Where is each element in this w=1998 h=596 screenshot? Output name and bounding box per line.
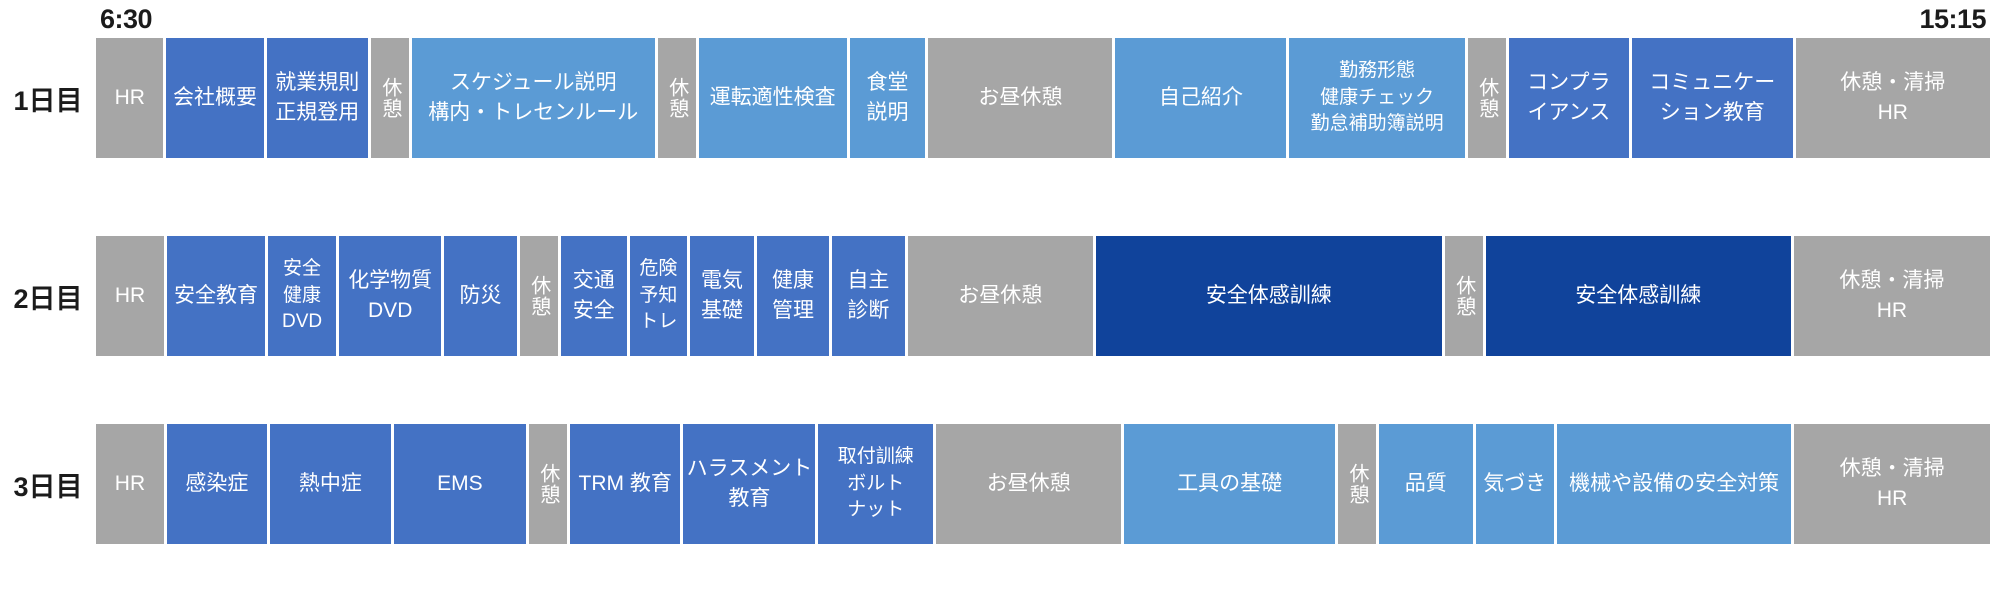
schedule-block[interactable]: 安全教育	[167, 236, 266, 356]
schedule-block[interactable]: 気づき	[1475, 424, 1555, 544]
day-label: 2日目	[13, 283, 83, 314]
day-label: 3日目	[13, 471, 83, 502]
schedule-block[interactable]: お昼休憩	[928, 38, 1113, 158]
schedule-block[interactable]: 自主 診断	[832, 236, 905, 356]
schedule-block[interactable]: 自己紹介	[1115, 38, 1287, 158]
schedule-block[interactable]: 休憩・清掃 HR	[1794, 424, 1990, 544]
schedule-block[interactable]: 食堂 説明	[849, 38, 926, 158]
schedule-block[interactable]: 休憩	[370, 38, 409, 158]
schedule-block[interactable]: 休憩	[1444, 236, 1483, 356]
schedule-block[interactable]: 化学物質 DVD	[339, 236, 442, 356]
schedule-block[interactable]: 感染症	[166, 424, 267, 544]
schedule-block[interactable]: 運転適性検査	[698, 38, 847, 158]
schedule-block[interactable]: 工具の基礎	[1124, 424, 1335, 544]
start-time-label: 6:30	[100, 4, 153, 34]
schedule-block[interactable]: スケジュール説明 構内・トレセンルール	[411, 38, 655, 158]
schedule-block[interactable]: 休憩	[519, 236, 558, 356]
schedule-block[interactable]: 電気 基礎	[690, 236, 754, 356]
schedule-block[interactable]: 健康 管理	[756, 236, 830, 356]
schedule-block[interactable]: 休憩	[528, 424, 567, 544]
schedule-block[interactable]: コンプラ イアンス	[1508, 38, 1630, 158]
schedule-block[interactable]: 危険 予知 トレ	[629, 236, 688, 356]
schedule-block[interactable]: 安全 健康 DVD	[268, 236, 337, 356]
schedule-block[interactable]: 取付訓練 ボルト ナット	[818, 424, 934, 544]
schedule-block[interactable]: TRM 教育	[569, 424, 681, 544]
schedule-block[interactable]: 熱中症	[269, 424, 391, 544]
schedule-block[interactable]: 休憩・清掃 HR	[1795, 38, 1990, 158]
schedule-block[interactable]: 勤務形態 健康チェック 勤怠補助簿説明	[1289, 38, 1465, 158]
schedule-block[interactable]: HR	[96, 236, 165, 356]
schedule-block[interactable]: 休憩	[1467, 38, 1506, 158]
schedule-block[interactable]: 防災	[444, 236, 517, 356]
schedule-block[interactable]: 休憩	[1337, 424, 1377, 544]
schedule-block[interactable]: HR	[96, 424, 164, 544]
schedule-block[interactable]: 安全体感訓練	[1096, 236, 1442, 356]
day-label: 1日目	[13, 85, 83, 116]
schedule-block[interactable]: 休憩	[657, 38, 696, 158]
schedule-block[interactable]: コミュニケー ション教育	[1632, 38, 1793, 158]
schedule-block[interactable]: 休憩・清掃 HR	[1793, 236, 1991, 356]
time-rail: 6:30 15:15	[0, 0, 1998, 38]
schedule-block[interactable]: 安全体感訓練	[1485, 236, 1791, 356]
schedule-block[interactable]: お昼休憩	[907, 236, 1093, 356]
end-time-label: 15:15	[1919, 4, 1986, 34]
schedule-block[interactable]: お昼休憩	[936, 424, 1122, 544]
schedule-block[interactable]: 品質	[1379, 424, 1473, 544]
schedule-block[interactable]: ハラスメント 教育	[683, 424, 816, 544]
schedule-block[interactable]: 会社概要	[166, 38, 264, 158]
schedule-block[interactable]: 機械や設備の安全対策	[1557, 424, 1792, 544]
schedule-block[interactable]: 交通 安全	[560, 236, 627, 356]
schedule-block[interactable]: 就業規則 正規登用	[266, 38, 368, 158]
schedule-block[interactable]: HR	[96, 38, 164, 158]
schedule-block[interactable]: EMS	[394, 424, 526, 544]
